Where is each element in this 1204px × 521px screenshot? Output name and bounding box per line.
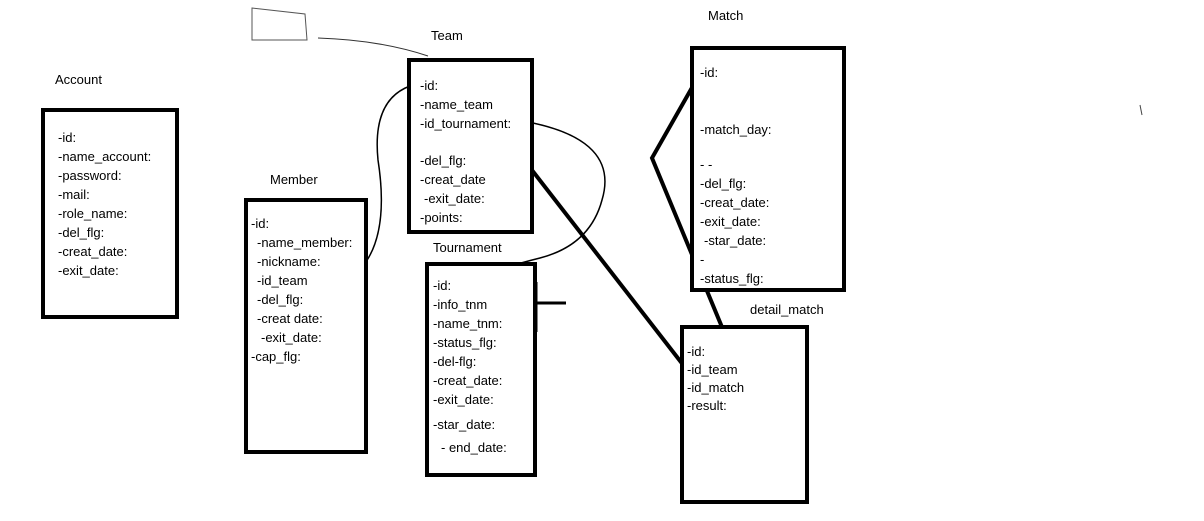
team-field: -del_flg:	[420, 153, 467, 168]
tournament-fields: -id: -info_tnm -name_tnm: -status_flg: -…	[433, 276, 507, 457]
tournament-field: -info_tnm	[433, 297, 488, 312]
detail-match-field: -id_match	[687, 380, 745, 395]
member-field: -del_flg:	[257, 292, 304, 307]
team-field: -exit_date:	[424, 191, 485, 206]
detail-match-field: -id_team	[687, 362, 738, 377]
match-field: -status_flg:	[700, 271, 764, 286]
tournament-field: -creat_date:	[433, 373, 503, 388]
match-title: Match	[708, 8, 744, 23]
team-entity	[407, 58, 534, 234]
match-field: -star_date:	[704, 233, 767, 248]
member-field: -creat date:	[257, 311, 323, 326]
account-field: -role_name:	[58, 206, 128, 221]
member-field: -nickname:	[257, 254, 321, 269]
detail-match-field: -result:	[687, 398, 727, 413]
team-field: -id_tournament:	[420, 116, 512, 131]
team-field: -name_team	[420, 97, 493, 112]
tournament-field: -del-flg:	[433, 354, 477, 369]
detail-match-fields: -id: -id_team -id_match -result:	[687, 343, 744, 415]
tournament-field: -id:	[433, 278, 452, 293]
member-field: -cap_flg:	[251, 349, 301, 364]
member-field: -name_member:	[257, 235, 353, 250]
team-title: Team	[431, 28, 463, 43]
member-entity	[244, 198, 368, 454]
tournament-entity	[425, 262, 537, 477]
team-field: -creat_date	[420, 172, 486, 187]
match-field: -match_day:	[700, 122, 772, 137]
match-field: -del_flg:	[700, 176, 747, 191]
account-fields: -id: -name_account: -password: -mail: -r…	[58, 128, 151, 280]
account-field: -creat_date:	[58, 244, 128, 259]
match-field: -	[700, 252, 705, 267]
link-match-detail	[649, 69, 750, 391]
account-title: Account	[55, 72, 102, 87]
scribble-mark	[251, 7, 308, 41]
member-fields: -id: -name_member: -nickname: -id_team -…	[251, 214, 352, 366]
detail-match-field: -id:	[687, 344, 706, 359]
match-field: - -	[700, 157, 713, 172]
team-fields: -id: -name_team -id_tournament: -del_flg…	[420, 76, 511, 227]
match-entity	[690, 46, 846, 292]
match-field: -exit_date:	[700, 214, 761, 229]
account-field: -exit_date:	[58, 263, 119, 278]
account-field: -password:	[58, 168, 122, 183]
tournament-title: Tournament	[433, 240, 502, 255]
account-field: -name_account:	[58, 149, 152, 164]
scribble-tail	[317, 37, 429, 57]
match-fields: -id: -match_day: - - -del_flg: -creat_da…	[700, 63, 772, 288]
stray-mark	[1139, 104, 1143, 116]
tournament-field: -status_flg:	[433, 335, 497, 350]
account-entity	[41, 108, 179, 319]
tournament-field: - end_date:	[441, 440, 507, 455]
team-field: -id:	[420, 78, 439, 93]
detail-match-entity	[680, 325, 809, 504]
member-title: Member	[270, 172, 318, 187]
match-field: -id:	[700, 65, 719, 80]
match-field: -creat_date:	[700, 195, 770, 210]
tournament-field: -exit_date:	[433, 392, 494, 407]
account-field: -mail:	[58, 187, 90, 202]
member-field: -id:	[251, 216, 270, 231]
account-field: -del_flg:	[58, 225, 105, 240]
account-field: -id:	[58, 130, 77, 145]
detail-match-title: detail_match	[750, 302, 824, 317]
tournament-field: -name_tnm:	[433, 316, 503, 331]
tournament-field: -star_date:	[433, 417, 496, 432]
member-field: -exit_date:	[261, 330, 322, 345]
team-field: -points:	[420, 210, 463, 225]
member-field: -id_team	[257, 273, 308, 288]
